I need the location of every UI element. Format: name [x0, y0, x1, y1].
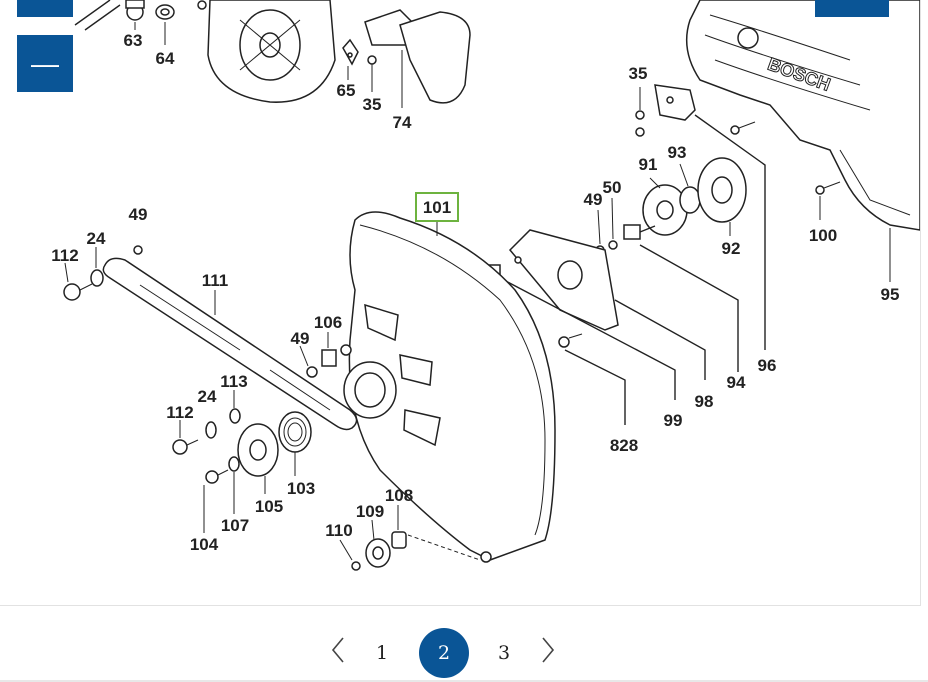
part-washer-24-a — [90, 247, 104, 287]
part-spring-103 — [278, 411, 312, 476]
divider — [0, 680, 928, 682]
label-95: 95 — [881, 285, 900, 304]
diagram-viewer[interactable]: 63 64 65 35 74 35 91 93 49 50 92 100 95 … — [0, 0, 921, 606]
part-screw-104 — [203, 469, 229, 533]
label-63: 63 — [124, 31, 143, 50]
label-101[interactable]: 101 — [423, 198, 451, 217]
part-lower-guard-101 — [340, 211, 556, 563]
part-parts-108-110 — [339, 505, 481, 571]
page-1-button[interactable]: 1 — [376, 642, 389, 664]
part-clip-65 — [342, 38, 359, 80]
label-96: 96 — [758, 356, 777, 375]
label-109: 109 — [356, 502, 384, 521]
label-100: 100 — [809, 226, 837, 245]
label-99: 99 — [664, 411, 683, 430]
fullscreen-button[interactable] — [815, 0, 889, 17]
label-50: 50 — [603, 178, 622, 197]
chevron-right-icon[interactable] — [540, 636, 556, 669]
label-107: 107 — [221, 516, 249, 535]
zoom-in-button[interactable] — [17, 0, 73, 17]
page-3-button[interactable]: 3 — [498, 642, 511, 664]
label-828: 828 — [610, 436, 638, 455]
label-64: 64 — [156, 49, 175, 68]
label-113: 113 — [220, 372, 247, 391]
part-ring-93 — [679, 163, 701, 214]
part-screw-35-b — [367, 55, 377, 92]
part-screw-35-top — [197, 0, 207, 10]
label-35-a: 35 — [363, 95, 382, 114]
part-washer-24-b — [205, 421, 217, 439]
label-49-b: 49 — [129, 205, 148, 224]
part-screws-35-right — [635, 87, 756, 137]
label-93: 93 — [668, 143, 687, 162]
label-49-c: 49 — [291, 329, 310, 348]
label-108: 108 — [385, 486, 413, 505]
label-101-highlight[interactable]: 101 — [415, 192, 459, 222]
label-110: 110 — [325, 521, 352, 540]
part-bracket-96 — [654, 84, 766, 350]
label-74: 74 — [393, 113, 412, 132]
part-bolt-94 — [623, 224, 739, 372]
label-112-a: 112 — [51, 246, 78, 265]
page-2-button[interactable]: 2 — [419, 628, 469, 678]
label-92: 92 — [722, 239, 741, 258]
part-link-111 — [102, 257, 358, 431]
label-106: 106 — [314, 313, 342, 332]
label-49-a: 49 — [584, 190, 603, 209]
chevron-left-icon[interactable] — [330, 636, 346, 669]
label-105: 105 — [255, 497, 283, 516]
label-111: 111 — [202, 271, 229, 290]
part-screw-100 — [815, 181, 841, 220]
part-arm-63 — [74, 0, 145, 31]
part-flange-91 — [642, 177, 688, 236]
part-washer-49-c — [299, 345, 318, 378]
pagination: 1 2 3 — [0, 606, 928, 682]
label-24-a: 24 — [87, 229, 106, 248]
zoom-out-label: — — [31, 47, 59, 79]
part-disc-105 — [237, 423, 279, 494]
exploded-parts-diagram: 63 64 65 35 74 35 91 93 49 50 92 100 95 … — [51, 0, 920, 571]
part-washer-107 — [228, 456, 240, 514]
label-103: 103 — [287, 479, 315, 498]
part-screw-112-b — [172, 420, 199, 455]
label-35-b: 35 — [629, 64, 648, 83]
part-washer-64 — [155, 4, 175, 45]
label-104: 104 — [190, 535, 219, 554]
part-dust-housing — [207, 0, 336, 103]
part-dust-nozzle-74 — [364, 9, 471, 108]
label-94: 94 — [727, 373, 746, 392]
label-98: 98 — [695, 392, 714, 411]
part-flange-92 — [697, 157, 747, 236]
label-112-b: 112 — [166, 403, 193, 422]
part-washer-49-b — [133, 245, 143, 255]
label-24-b: 24 — [198, 387, 217, 406]
part-113-washer — [229, 390, 241, 424]
part-upper-guard-95 — [685, 0, 920, 282]
zoom-out-button[interactable]: — — [17, 35, 73, 92]
part-screw-828 — [558, 333, 626, 425]
part-screw-112-a — [63, 262, 93, 301]
part-nut-106 — [321, 332, 337, 367]
label-65: 65 — [337, 81, 356, 100]
label-91: 91 — [639, 155, 658, 174]
